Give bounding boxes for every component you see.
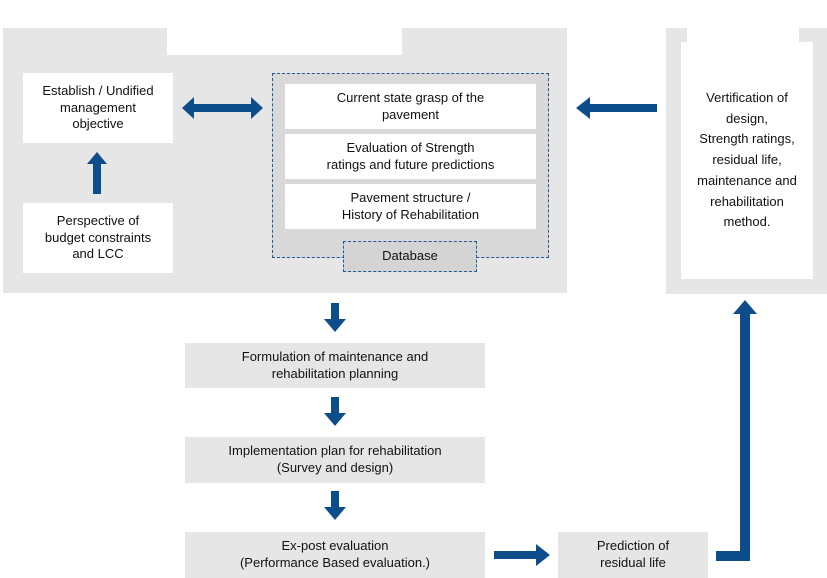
ex-post-evaluation-box: Ex-post evaluation (Performance Based ev… xyxy=(185,532,485,578)
residual-life-prediction-box: Prediction of residual life xyxy=(558,532,708,578)
implementation-plan-box: Implementation plan for rehabilitation (… xyxy=(185,437,485,483)
left-arrow-verification xyxy=(576,97,657,119)
down-arrow-2 xyxy=(324,397,346,426)
elbow-arrow-verification xyxy=(716,300,757,561)
database-label: Database xyxy=(343,241,477,272)
establish-objective-box: Establish / Undified management objectiv… xyxy=(23,73,173,143)
strength-evaluation-box: Evaluation of Strength ratings and futur… xyxy=(285,134,536,179)
right-arrow-prediction xyxy=(494,544,550,566)
formulation-planning-box: Formulation of maintenance and rehabilit… xyxy=(185,343,485,388)
up-arrow-perspective xyxy=(87,152,107,194)
down-arrow-1 xyxy=(324,303,346,332)
budget-perspective-box: Perspective of budget constraints and LC… xyxy=(23,203,173,273)
down-arrow-3 xyxy=(324,491,346,520)
pavement-structure-box: Pavement structure / History of Rehabili… xyxy=(285,184,536,229)
double-arrow xyxy=(182,97,263,119)
top-panel-notch xyxy=(167,28,402,55)
verification-box: Vertification of design, Strength rating… xyxy=(681,42,813,279)
current-state-box: Current state grasp of the pavement xyxy=(285,84,536,129)
verification-panel-notch xyxy=(687,28,799,44)
